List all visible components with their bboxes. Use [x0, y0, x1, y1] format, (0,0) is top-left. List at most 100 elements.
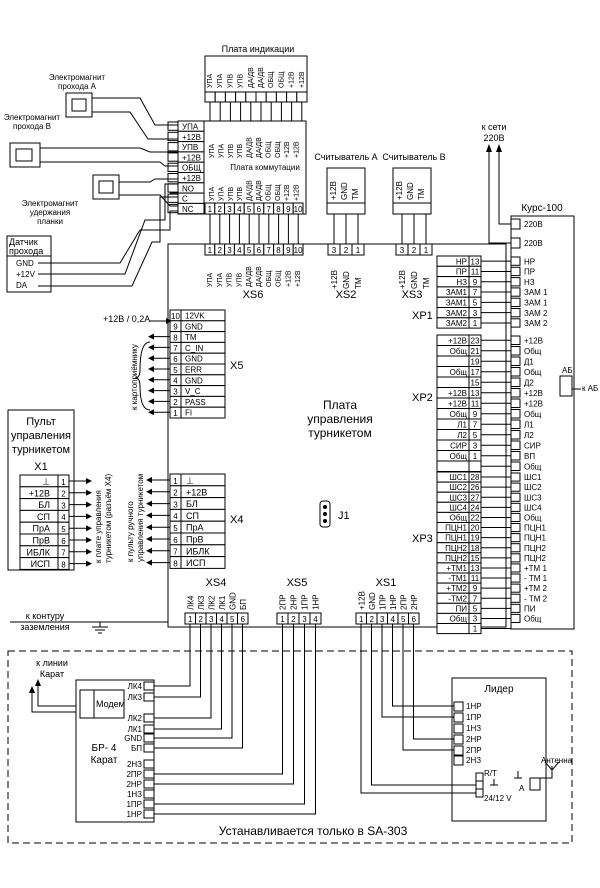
kurs-xp3-pin — [510, 523, 521, 533]
xs5-pin-label: 1НР — [312, 594, 321, 610]
br4-bottom-pin — [143, 769, 155, 779]
svg-text:XP3: XP3 — [412, 533, 433, 545]
br4-top-pin — [143, 733, 155, 743]
switch-bottom-label: ОБЩ — [265, 184, 272, 201]
arrow-head — [146, 536, 152, 542]
kurs-xp1-pin — [510, 256, 521, 266]
svg-text:Пульт: Пульт — [26, 416, 56, 428]
x4-pin-number: 5 — [173, 524, 178, 533]
x1-pin-label: ПрВ — [33, 536, 50, 546]
svg-text:планки: планки — [37, 217, 63, 226]
kurs-xp3-pin — [510, 603, 521, 613]
x5-pin-number: 1 — [173, 409, 178, 418]
xp3-label-cell — [436, 623, 470, 635]
xp3-pin-number: 15 — [471, 554, 480, 563]
switch-left-pin — [167, 142, 179, 152]
indication-pin-cell — [204, 91, 216, 103]
arrow-head — [146, 488, 152, 495]
x4-pin-number: 2 — [173, 489, 178, 498]
svg-text:к плате управления: к плате управления — [94, 490, 103, 563]
switch-left-pin — [167, 131, 179, 142]
x5-pin-label: PASS — [185, 398, 206, 407]
switch-left-pin — [167, 162, 179, 172]
xs6-pin-number: 1 — [208, 246, 213, 255]
xs1-lider-wire — [381, 624, 454, 718]
xp3-pin-label: +ТМ1 — [446, 564, 467, 573]
kurs-xp2-pin — [510, 430, 521, 440]
switch-board-title: Плата коммутации — [230, 163, 300, 172]
kurs-xp2-label: Общ — [524, 347, 542, 356]
switch-left-label: +12В — [182, 153, 201, 162]
indication-pin-label: ОБЩ — [268, 71, 275, 88]
xp2-pin-number: 11 — [471, 400, 480, 409]
br4-top-label: ЛК2 — [128, 714, 143, 723]
svg-text:XP2: XP2 — [412, 392, 433, 404]
xp3-pin-label: Общ — [450, 615, 468, 624]
xs5-br4-wire — [154, 624, 283, 775]
xp3-pin-label: +ТМ2 — [446, 584, 467, 593]
xp1-pin-number: 7 — [473, 288, 478, 297]
switch-bottom-label: ДА/ДВ — [256, 180, 263, 201]
indication-pin-cell — [235, 91, 247, 103]
switch-left-label: ОБЩ — [182, 164, 201, 173]
svg-text:управления: управления — [11, 430, 71, 442]
arrow-head — [86, 537, 92, 543]
x1-pin-number: 8 — [61, 560, 66, 569]
svg-text:управления: управления — [307, 412, 372, 426]
magnet-a: Электромагнит прохода А — [49, 73, 105, 118]
x1-pin-number: 1 — [61, 478, 66, 487]
xp3-pin-label: -ТМ2 — [448, 594, 467, 603]
arrow-head — [148, 409, 154, 416]
br4-bottom-pin — [143, 809, 155, 819]
kurs-xp2-pin — [510, 377, 521, 387]
xs1-pin-number: 5 — [401, 615, 406, 624]
xs2-pin-label: TM — [354, 277, 363, 289]
switch-top-label: ОБЩ — [265, 141, 272, 158]
xs4-pin-number: 2 — [199, 615, 204, 624]
kurs-xp3-pin — [510, 533, 521, 543]
magnet-hold: Электромагнит удержания планки — [22, 174, 120, 226]
kurs-xp3-label: - ТМ 2 — [524, 594, 548, 603]
kurs-xp1-label: НЗ — [524, 278, 535, 287]
x1-pin-label: БЛ — [38, 500, 50, 510]
xs4-pin-label: ЛК2 — [207, 595, 216, 610]
indication-pin-label: ДА/ДВ — [248, 67, 255, 88]
kurs-xp3-pin — [510, 613, 521, 624]
kurs-xp1-pin — [510, 266, 521, 277]
x1-pin-number: 3 — [61, 501, 66, 510]
x1-pin-number: 6 — [61, 537, 66, 546]
x5-pin-number: 4 — [173, 377, 178, 386]
xp1-pin-number: 13 — [471, 257, 480, 266]
xp2-pin-label: +12В — [448, 389, 467, 398]
xp3-pin-label: ШС2 — [449, 483, 467, 492]
lider-pin-label: 1НР — [466, 702, 482, 711]
reader-pin-label: GND — [406, 182, 415, 200]
kurs-xp2-pin — [510, 335, 521, 345]
xp3-pin-number: 27 — [471, 493, 480, 502]
xs5-br4-wire — [154, 624, 316, 815]
br4-bottom-label: 2ПР — [126, 770, 142, 779]
br4-karat: Модем БР- 4 Карат ЛК4ЛК3ЛК2ЛК1GNDБП2НЗ2П… — [75, 679, 155, 823]
svg-text:к АБ: к АБ — [582, 384, 598, 393]
xs6-pin-number: 2 — [217, 246, 222, 255]
kurs-xp1-label: ЗАМ 2 — [524, 319, 548, 328]
xs3-pin-number: 2 — [412, 246, 417, 255]
xp2-pin-cell — [468, 460, 482, 472]
xp3-pin-number: 11 — [471, 574, 480, 583]
switch-bottom-label: УПВ — [228, 187, 235, 201]
x4-pin-number: 1 — [173, 477, 178, 486]
indication-pin-cell — [255, 91, 267, 103]
svg-text:Электромагнит: Электромагнит — [22, 199, 79, 208]
kurs-power-label: 220В — [524, 239, 543, 248]
switch-bottom-label: УПА — [218, 187, 225, 201]
x5-pin-label: GND — [185, 322, 203, 331]
xs1-lider-wire — [413, 624, 454, 740]
svg-text:к линии: к линии — [36, 658, 68, 668]
kurs-xp3-pin — [510, 492, 521, 502]
arrow-head — [146, 559, 152, 566]
switch-bottom-label: УПА — [209, 187, 216, 201]
svg-text:к картоприёмнику: к картоприёмнику — [130, 344, 139, 410]
xs6-pin-number: 8 — [276, 246, 281, 255]
